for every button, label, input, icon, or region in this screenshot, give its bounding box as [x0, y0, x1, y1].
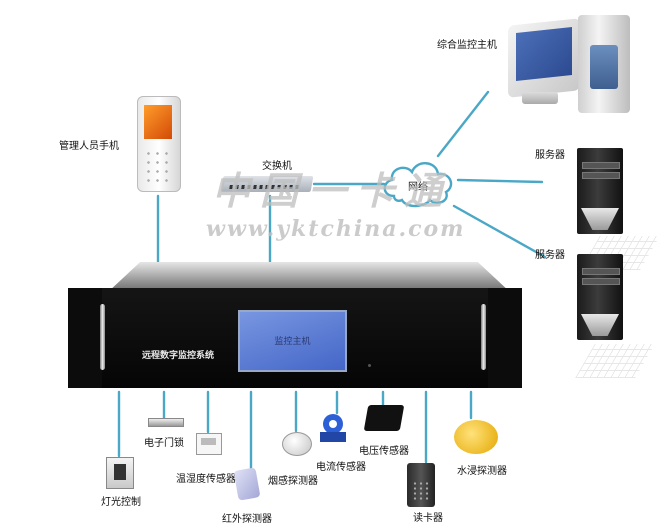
server-front [581, 208, 619, 230]
device-screen: 监控主机 [238, 310, 347, 372]
server-2 [577, 254, 623, 340]
mobile-phone [137, 96, 181, 192]
light-switch-icon [106, 457, 134, 489]
handle-left [100, 304, 105, 370]
label-infrared: 红外探测器 [222, 514, 272, 525]
current-sensor-base [320, 432, 346, 442]
network-cloud-icon [383, 162, 453, 208]
line-cloud-server1 [456, 178, 544, 184]
label-current: 电流传感器 [316, 462, 366, 473]
label-voltage: 电压传感器 [359, 446, 409, 457]
label-smoke: 烟感探测器 [268, 476, 318, 487]
remote-monitoring-device: 远程数字监控系统 监控主机 [68, 288, 522, 388]
device-led [368, 364, 371, 367]
phone-screen [144, 105, 172, 139]
drive-bay [582, 172, 620, 179]
server-front [581, 314, 619, 336]
computer-tower [578, 15, 630, 113]
label-temp-humidity: 温湿度传感器 [176, 474, 236, 485]
label-server-1: 服务器 [535, 150, 565, 161]
label-door-lock: 电子门锁 [144, 438, 184, 449]
monitor-screen [516, 27, 572, 81]
watermark-url: www.yktchina.com [206, 216, 466, 242]
label-water: 水浸探测器 [457, 466, 507, 477]
tower-panel [590, 45, 618, 89]
water-leak-detector-icon [454, 420, 498, 454]
server-1 [577, 148, 623, 234]
label-card-reader: 读卡器 [413, 513, 443, 524]
device-screen-text: 监控主机 [274, 337, 311, 347]
device-top-cover [108, 262, 510, 292]
drive-bay [582, 268, 620, 275]
door-lock-icon [148, 418, 184, 427]
device-title: 远程数字监控系统 [142, 351, 215, 361]
label-phone: 管理人员手机 [59, 141, 119, 152]
label-light-control: 灯光控制 [101, 497, 141, 508]
label-host: 综合监控主机 [437, 40, 497, 51]
line-cloud-server2 [452, 204, 547, 259]
current-sensor-icon [323, 414, 343, 434]
label-switch: 交换机 [262, 161, 292, 172]
phone-keypad [144, 149, 172, 185]
label-server-2: 服务器 [535, 250, 565, 261]
line-cloud-host [436, 90, 490, 158]
card-reader-icon [407, 463, 435, 507]
voltage-sensor-icon [363, 405, 405, 431]
drive-bay [582, 278, 620, 285]
temp-humidity-sensor-icon [196, 433, 222, 455]
label-network: 网络 [408, 182, 428, 193]
monitor-stand [522, 92, 558, 104]
drive-bay [582, 162, 620, 169]
smoke-detector-icon [282, 432, 312, 456]
rack-ear-right [488, 288, 522, 388]
handle-right [481, 304, 486, 370]
rack-ear-left [68, 288, 102, 388]
watermark-chinese: 中国一卡通 [212, 168, 453, 213]
monitor [508, 18, 580, 98]
